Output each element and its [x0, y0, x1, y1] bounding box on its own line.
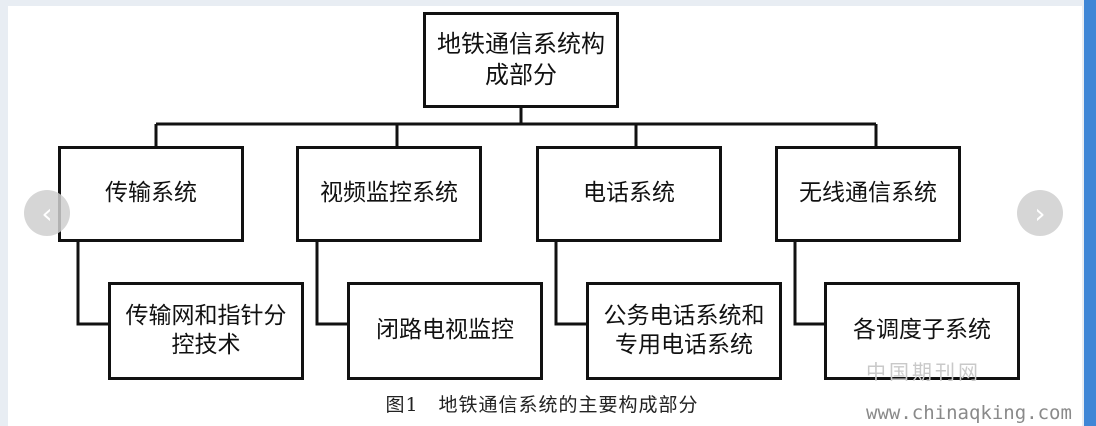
root-node-label: 地铁通信系统构成部分 — [437, 30, 605, 89]
subsystem-label: 公务电话系统和专用电话系统 — [603, 302, 765, 358]
chevron-right-icon: › — [1034, 196, 1046, 230]
connector-elbow-video — [315, 242, 347, 326]
diagram-canvas: 地铁通信系统构成部分 传输系统 视频监控系统 电话系统 无线通信系统 传输网和指… — [8, 6, 1082, 426]
category-node-wireless: 无线通信系统 — [775, 146, 961, 242]
category-label: 视频监控系统 — [320, 180, 458, 207]
category-label: 传输系统 — [105, 180, 197, 207]
root-node: 地铁通信系统构成部分 — [423, 12, 619, 108]
subsystem-node-dispatch: 各调度子系统 — [824, 282, 1020, 380]
subsystem-node-phone-systems: 公务电话系统和专用电话系统 — [586, 282, 782, 380]
category-node-telephone: 电话系统 — [536, 146, 722, 242]
chevron-left-icon: ‹ — [41, 196, 53, 230]
connector-elbow-telephone — [554, 242, 586, 326]
subsystem-label: 闭路电视监控 — [376, 317, 514, 344]
category-label: 无线通信系统 — [799, 180, 937, 207]
category-label: 电话系统 — [583, 180, 675, 207]
carousel-next-button[interactable]: › — [1017, 190, 1063, 236]
page-accent-strip — [1084, 0, 1096, 426]
category-node-transmission: 传输系统 — [58, 146, 244, 242]
connector-elbow-transmission — [76, 242, 108, 326]
connector-elbow-wireless — [793, 242, 824, 326]
subsystem-label: 各调度子系统 — [853, 317, 991, 344]
watermark-url: www.chinaqking.com — [866, 402, 1072, 424]
subsystem-node-transmission-network: 传输网和指针分控技术 — [108, 282, 304, 380]
figure-caption: 图1 地铁通信系统的主要构成部分 — [385, 394, 699, 416]
connector-lines — [76, 108, 878, 326]
subsystem-node-cctv: 闭路电视监控 — [347, 282, 543, 380]
carousel-prev-button[interactable]: ‹ — [24, 190, 70, 236]
subsystem-label: 传输网和指针分控技术 — [125, 302, 287, 358]
category-node-video-surveillance: 视频监控系统 — [296, 146, 482, 242]
watermark-site-name: 中国期刊网 — [866, 360, 981, 384]
